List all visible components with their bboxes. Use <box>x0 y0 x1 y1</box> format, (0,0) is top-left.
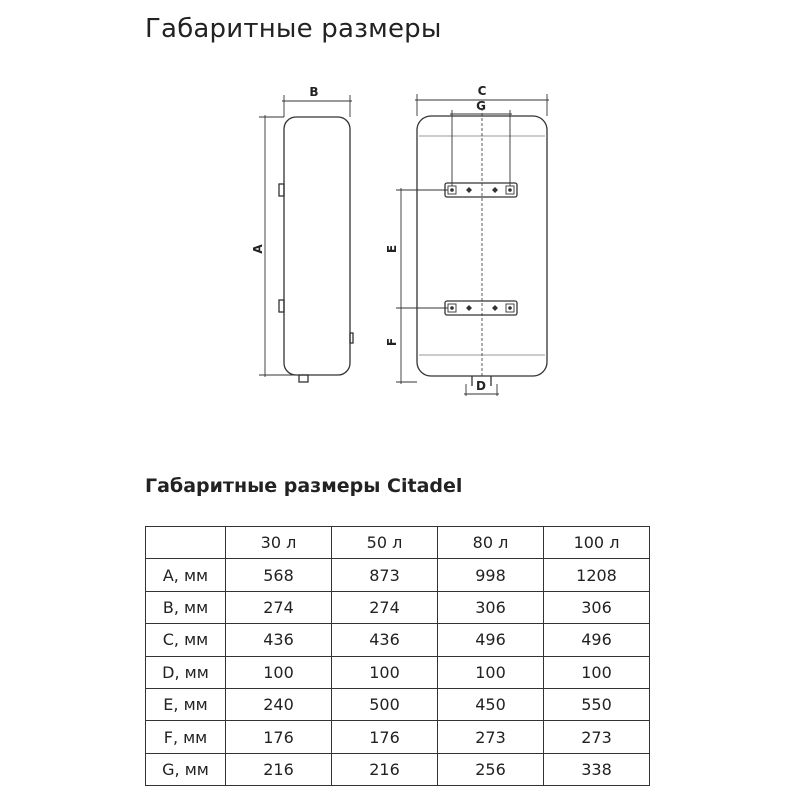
table-cell: 216 <box>225 752 332 787</box>
table-cell: 998 <box>437 558 544 592</box>
side-view-bracket-top <box>278 183 285 197</box>
table-row: A, мм 568 873 998 1208 <box>145 558 650 592</box>
table-row: C, мм 436 436 496 496 <box>145 623 650 657</box>
table-row-label: F, мм <box>145 720 226 754</box>
table-cell: 216 <box>331 752 438 787</box>
table-cell: 100 <box>543 655 650 689</box>
table-cell: 500 <box>331 687 438 722</box>
page-title: Габаритные размеры <box>145 14 442 44</box>
table-cell: 550 <box>543 687 650 722</box>
table-row: E, мм 240 500 450 550 <box>145 687 650 722</box>
table-cell: 450 <box>437 687 544 722</box>
table-header-cell <box>145 525 226 560</box>
table-cell: 1208 <box>543 558 650 592</box>
side-view <box>278 116 354 383</box>
side-view-dimensions <box>259 95 352 377</box>
table-cell: 496 <box>543 623 650 657</box>
table-row-label: G, мм <box>145 752 226 787</box>
table-cell: 873 <box>331 558 438 592</box>
dimension-label-g: G <box>476 99 486 113</box>
table-title: Габаритные размеры Citadel <box>145 475 463 497</box>
dimensions-table: 30 л 50 л 80 л 100 л A, мм 568 873 998 1… <box>145 525 650 787</box>
table-row: D, мм 100 100 100 100 <box>145 655 650 689</box>
dimension-label-a: A <box>251 244 265 254</box>
table-cell: 436 <box>225 623 332 657</box>
table-cell: 176 <box>331 720 438 754</box>
dimension-label-e: E <box>385 245 399 253</box>
table-cell: 568 <box>225 558 332 592</box>
table-cell: 274 <box>225 590 332 625</box>
table-cell: 100 <box>437 655 544 689</box>
table-row-label: A, мм <box>145 558 226 592</box>
table-cell: 496 <box>437 623 544 657</box>
table-cell: 240 <box>225 687 332 722</box>
dimension-label-c: C <box>478 84 487 98</box>
table-cell: 273 <box>437 720 544 754</box>
bracket-marks <box>450 187 512 311</box>
table-cell: 256 <box>437 752 544 787</box>
table-header-row: 30 л 50 л 80 л 100 л <box>145 525 650 560</box>
table-row-label: C, мм <box>145 623 226 657</box>
dimension-label-d: D <box>476 379 486 393</box>
table-cell: 306 <box>437 590 544 625</box>
dimension-label-f: F <box>385 338 399 346</box>
side-view-bracket-bottom <box>278 299 285 313</box>
table-header-cell: 100 л <box>543 525 650 560</box>
table-cell: 306 <box>543 590 650 625</box>
table-cell: 273 <box>543 720 650 754</box>
table-row: B, мм 274 274 306 306 <box>145 590 650 625</box>
table-cell: 274 <box>331 590 438 625</box>
table-cell: 436 <box>331 623 438 657</box>
table-header-cell: 30 л <box>225 525 332 560</box>
side-view-body <box>283 116 351 376</box>
table-header-cell: 80 л <box>437 525 544 560</box>
side-view-outlet <box>298 374 309 383</box>
table-cell: 176 <box>225 720 332 754</box>
table-header-cell: 50 л <box>331 525 438 560</box>
side-view-fitting <box>349 332 354 344</box>
table-cell: 338 <box>543 752 650 787</box>
table-row: F, мм 176 176 273 273 <box>145 720 650 754</box>
table-cell: 100 <box>225 655 332 689</box>
dimension-label-b: B <box>309 85 318 99</box>
table-cell: 100 <box>331 655 438 689</box>
front-view-dimensions <box>396 94 549 396</box>
table-row-label: E, мм <box>145 687 226 722</box>
table-row-label: D, мм <box>145 655 226 689</box>
table-row-label: B, мм <box>145 590 226 625</box>
table-row: G, мм 216 216 256 338 <box>145 752 650 787</box>
